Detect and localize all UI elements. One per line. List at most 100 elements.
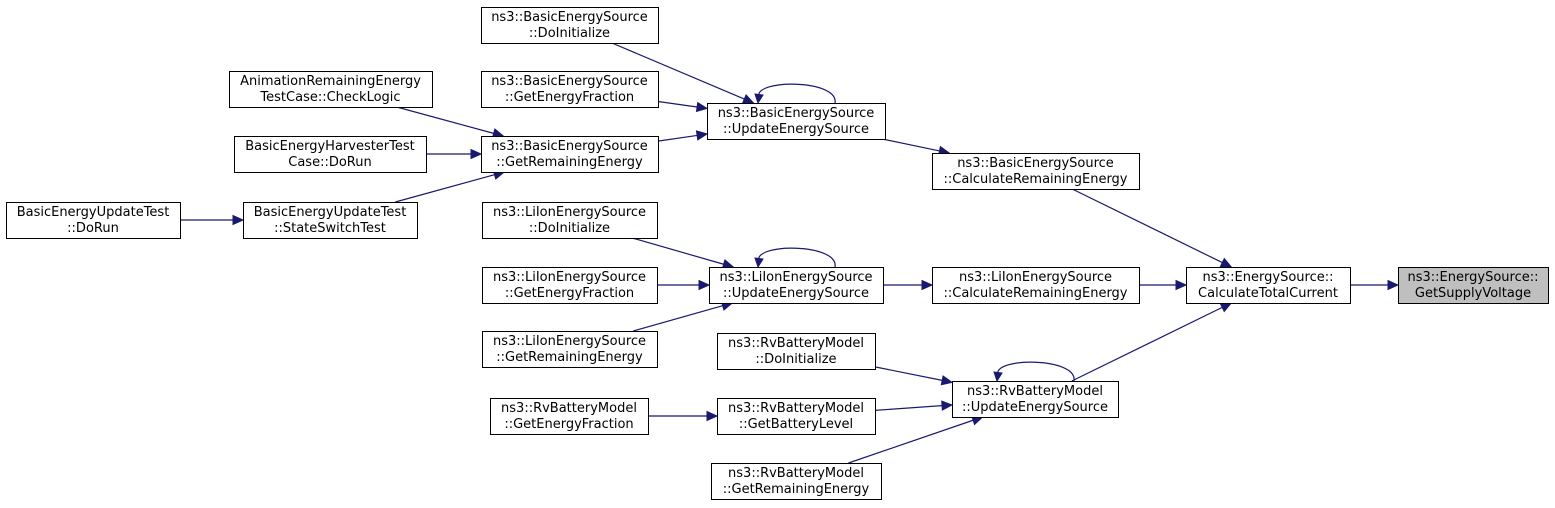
nodes-layer: ns3::EnergySource::GetSupplyVoltagens3::… bbox=[6, 7, 1549, 500]
node-box bbox=[6, 202, 181, 239]
edge-calculate-total-current-to-get-supply-voltage bbox=[1350, 279, 1400, 291]
node-box bbox=[711, 463, 882, 500]
edge-liion-get-energy-fraction-to-liion-update-energy-source bbox=[657, 279, 711, 291]
node-animation-check-logic[interactable]: AnimationRemainingEnergyTestCase::CheckL… bbox=[229, 71, 433, 108]
node-label-line: ::GetRemainingEnergy bbox=[723, 482, 870, 497]
node-label-line: ::UpdateEnergySource bbox=[723, 122, 869, 137]
node-label-line: ::DoInitialize bbox=[755, 352, 836, 367]
node-label-line: ns3::RvBatteryModel bbox=[501, 401, 637, 416]
node-basic-do-initialize[interactable]: ns3::BasicEnergySource::DoInitialize bbox=[481, 7, 659, 44]
node-label-line: AnimationRemainingEnergy bbox=[240, 74, 421, 89]
node-box bbox=[482, 202, 658, 239]
node-rv-update-energy-source[interactable]: ns3::RvBatteryModel::UpdateEnergySource bbox=[952, 381, 1119, 418]
node-box bbox=[229, 71, 433, 108]
node-label-line: ns3::BasicEnergySource bbox=[491, 10, 648, 25]
node-label-line: ns3::LiIonEnergySource bbox=[959, 270, 1112, 285]
node-label-line: ::GetEnergyFraction bbox=[504, 417, 633, 432]
node-label-line: ::GetBatteryLevel bbox=[739, 417, 853, 432]
edge-basic-update-energy-source-to-basic-calculate-remaining-energy bbox=[882, 138, 951, 157]
edge-animation-check-logic-to-basic-get-remaining-energy bbox=[396, 106, 505, 139]
node-liion-get-energy-fraction[interactable]: ns3::LiIonEnergySource::GetEnergyFractio… bbox=[482, 267, 658, 304]
node-label-line: ns3::EnergySource:: bbox=[1203, 270, 1334, 285]
node-label-line: ns3::RvBatteryModel bbox=[728, 401, 864, 416]
node-label-line: ns3::LiIonEnergySource bbox=[719, 270, 872, 285]
edge-rv-get-energy-fraction-to-rv-get-battery-level bbox=[648, 410, 719, 422]
node-box bbox=[243, 202, 418, 239]
node-get-supply-voltage[interactable]: ns3::EnergySource::GetSupplyVoltage bbox=[1398, 267, 1549, 304]
node-label-line: GetSupplyVoltage bbox=[1415, 286, 1531, 301]
node-liion-do-initialize[interactable]: ns3::LiIonEnergySource::DoInitialize bbox=[482, 202, 658, 239]
edge-basic-get-energy-fraction-to-basic-update-energy-source bbox=[657, 100, 709, 113]
node-label-line: ::CalculateRemainingEnergy bbox=[943, 286, 1127, 301]
node-box bbox=[234, 136, 427, 173]
node-update-test-state-switch[interactable]: BasicEnergyUpdateTest::StateSwitchTest bbox=[243, 202, 418, 239]
node-rv-get-energy-fraction[interactable]: ns3::RvBatteryModel::GetEnergyFraction bbox=[490, 398, 649, 435]
node-label-line: ns3::EnergySource:: bbox=[1408, 270, 1539, 285]
node-box bbox=[952, 381, 1119, 418]
node-label-line: ::UpdateEnergySource bbox=[723, 286, 869, 301]
node-label-line: ns3::BasicEnergySource bbox=[491, 139, 648, 154]
edge-update-test-state-switch-to-basic-get-remaining-energy bbox=[395, 169, 506, 203]
edge-basic-do-initialize-to-basic-update-energy-source bbox=[611, 42, 755, 104]
node-rv-get-remaining-energy[interactable]: ns3::RvBatteryModel::GetRemainingEnergy bbox=[711, 463, 882, 500]
node-rv-do-initialize[interactable]: ns3::RvBatteryModel::DoInitialize bbox=[717, 333, 876, 370]
node-box bbox=[1186, 267, 1351, 304]
node-label-line: ::GetEnergyFraction bbox=[505, 286, 634, 301]
node-label-line: ns3::RvBatteryModel bbox=[728, 466, 864, 481]
node-label-line: TestCase::CheckLogic bbox=[259, 90, 400, 105]
node-label-line: ::GetEnergyFraction bbox=[505, 90, 634, 105]
node-box bbox=[481, 7, 659, 44]
node-box bbox=[932, 153, 1140, 190]
node-liion-calculate-remaining-energy[interactable]: ns3::LiIonEnergySource::CalculateRemaini… bbox=[932, 267, 1140, 304]
node-label-line: CalculateTotalCurrent bbox=[1198, 286, 1338, 301]
node-label-line: ::DoInitialize bbox=[529, 26, 610, 41]
node-label-line: ns3::BasicEnergySource bbox=[718, 106, 875, 121]
node-box bbox=[717, 398, 876, 435]
node-basic-get-energy-fraction[interactable]: ns3::BasicEnergySource::GetEnergyFractio… bbox=[481, 71, 659, 108]
node-box bbox=[482, 331, 658, 368]
node-calculate-total-current[interactable]: ns3::EnergySource::CalculateTotalCurrent bbox=[1186, 267, 1351, 304]
node-basic-calculate-remaining-energy[interactable]: ns3::BasicEnergySource::CalculateRemaini… bbox=[932, 153, 1140, 190]
edge-update-test-do-run-to-update-test-state-switch bbox=[180, 214, 245, 226]
node-rv-get-battery-level[interactable]: ns3::RvBatteryModel::GetBatteryLevel bbox=[717, 398, 876, 435]
node-label-line: ::StateSwitchTest bbox=[274, 221, 386, 236]
node-box bbox=[481, 136, 659, 173]
node-basic-update-energy-source[interactable]: ns3::BasicEnergySource::UpdateEnergySour… bbox=[707, 103, 886, 140]
edge-basic-update-energy-source-to-basic-update-energy-source bbox=[754, 83, 836, 105]
node-label-line: Case::DoRun bbox=[288, 155, 371, 170]
node-label-line: BasicEnergyUpdateTest bbox=[17, 205, 170, 220]
edge-liion-update-energy-source-to-liion-calculate-remaining-energy bbox=[883, 279, 934, 291]
node-label-line: ns3::LiIonEnergySource bbox=[493, 270, 646, 285]
node-label-line: ::GetRemainingEnergy bbox=[496, 155, 643, 170]
node-label-line: ::DoRun bbox=[67, 221, 119, 236]
edge-liion-do-initialize-to-liion-update-energy-source bbox=[632, 237, 735, 270]
node-box bbox=[709, 267, 884, 304]
node-label-line: BasicEnergyHarvesterTest bbox=[245, 139, 415, 154]
node-box bbox=[707, 103, 886, 140]
node-box bbox=[490, 398, 649, 435]
node-label-line: ::UpdateEnergySource bbox=[962, 400, 1108, 415]
edge-liion-calculate-remaining-energy-to-calculate-total-current bbox=[1139, 279, 1188, 291]
node-box bbox=[482, 267, 658, 304]
edge-liion-get-remaining-energy-to-liion-update-energy-source bbox=[633, 300, 734, 332]
node-label-line: ns3::RvBatteryModel bbox=[728, 336, 864, 351]
node-liion-get-remaining-energy[interactable]: ns3::LiIonEnergySource::GetRemainingEner… bbox=[482, 331, 658, 368]
node-label-line: ::GetRemainingEnergy bbox=[496, 350, 643, 365]
edge-basic-calculate-remaining-energy-to-calculate-total-current bbox=[1071, 188, 1233, 268]
node-box bbox=[1398, 267, 1549, 304]
node-liion-update-energy-source[interactable]: ns3::LiIonEnergySource::UpdateEnergySour… bbox=[709, 267, 884, 304]
edge-rv-update-energy-source-to-calculate-total-current bbox=[1071, 302, 1233, 382]
node-box bbox=[481, 71, 659, 108]
edge-rv-get-battery-level-to-rv-update-energy-source bbox=[874, 400, 954, 411]
node-box bbox=[717, 333, 876, 370]
node-box bbox=[932, 267, 1140, 304]
edge-liion-update-energy-source-to-liion-update-energy-source bbox=[754, 247, 836, 269]
node-label-line: ns3::BasicEnergySource bbox=[491, 74, 648, 89]
node-label-line: ::DoInitialize bbox=[529, 221, 610, 236]
node-label-line: ns3::BasicEnergySource bbox=[957, 156, 1114, 171]
node-label-line: ns3::LiIonEnergySource bbox=[493, 334, 646, 349]
node-basic-get-remaining-energy[interactable]: ns3::BasicEnergySource::GetRemainingEner… bbox=[481, 136, 659, 173]
node-label-line: ns3::RvBatteryModel bbox=[967, 384, 1103, 399]
node-update-test-do-run[interactable]: BasicEnergyUpdateTest::DoRun bbox=[6, 202, 181, 239]
